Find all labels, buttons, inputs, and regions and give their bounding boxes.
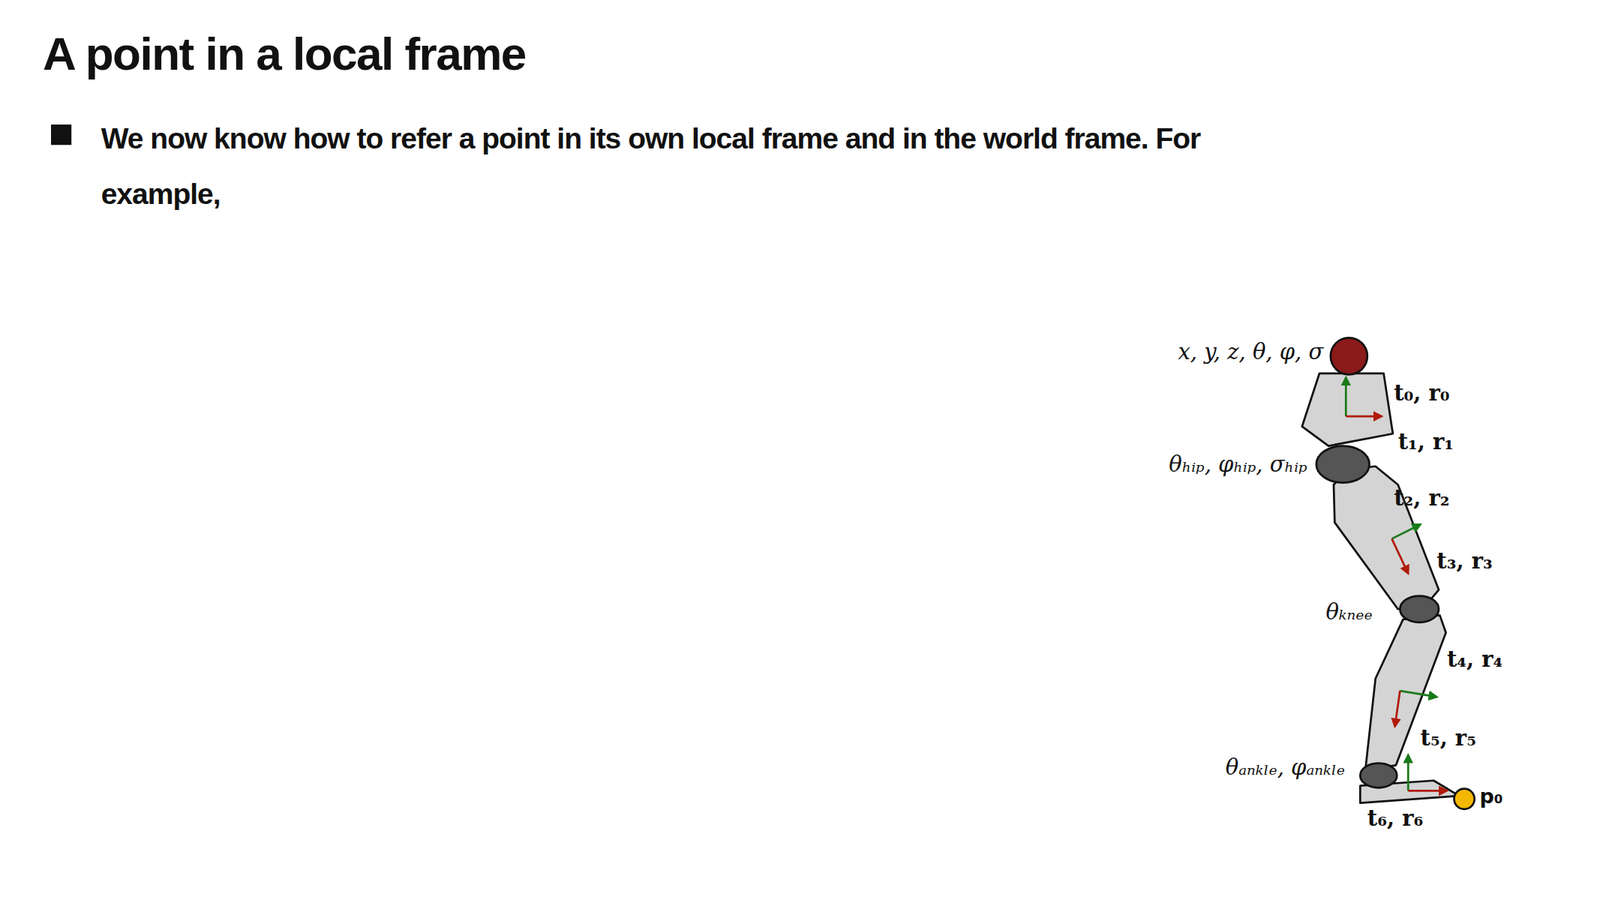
frame-label: t₂, r₂ (1393, 485, 1450, 511)
frame-label: t₄, r₄ (1446, 646, 1503, 673)
bullet-text: We now know how to refer a point in its … (101, 111, 1204, 223)
slide-title: A point in a local frame (42, 27, 526, 81)
frame-label: t₁, r₁ (1398, 429, 1454, 455)
point-marker (1453, 789, 1474, 810)
point-label: p₀ (1479, 784, 1503, 808)
frame-label: t₃, r₃ (1436, 548, 1492, 574)
root-joint (1330, 337, 1368, 375)
bullet-square (51, 124, 72, 145)
frame-label: t₆, r₆ (1367, 805, 1423, 832)
pelvis-segment (1302, 373, 1393, 447)
knee-dof-label: θₖₙₑₑ (1325, 599, 1372, 625)
ankle-dof-label: θₐₙₖₗₑ, φₐₙₖₗₑ (1225, 754, 1345, 781)
hip-dof-label: θₕᵢₚ, φₕᵢₚ, σₕᵢₚ (1168, 451, 1307, 478)
frame-label: t₀, r₀ (1393, 380, 1450, 406)
frame-label: t₅, r₅ (1420, 725, 1477, 751)
ankle-joint (1359, 763, 1397, 789)
knee-joint (1399, 596, 1439, 623)
hip-joint (1316, 446, 1370, 484)
root-dof-label: x, y, z, θ, φ, σ (1177, 339, 1324, 365)
